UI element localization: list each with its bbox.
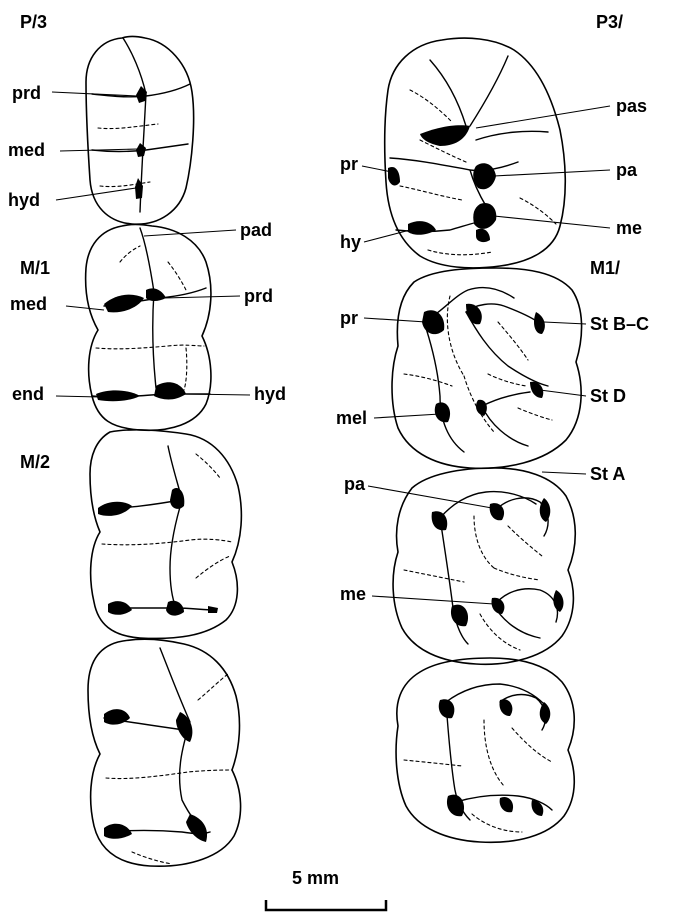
- lower-m1-title: M/1: [20, 258, 50, 278]
- leader-upper-m1-pr: [364, 318, 426, 322]
- label-lower-m1-prd: prd: [244, 286, 273, 306]
- label-upper-m1-pr: pr: [340, 308, 358, 328]
- leader-upper-p3-pa: [494, 170, 610, 176]
- label-upper-m1-me: me: [340, 584, 366, 604]
- upper-m3-tooth: [396, 658, 574, 842]
- leader-upper-p3-hy: [364, 230, 410, 242]
- label-upper-m1-st-d: St D: [590, 386, 626, 406]
- upper-m2-tooth: [393, 468, 575, 664]
- label-upper-p3-pr: pr: [340, 154, 358, 174]
- upper-p3-title: P3/: [596, 12, 623, 32]
- lower-tooth-row: P/3 M/1 M/2 prd med hyd pad med prd end …: [8, 12, 286, 866]
- scale-bar-label: 5 mm: [292, 868, 339, 888]
- lower-m2-tooth: [90, 430, 241, 639]
- label-lower-p3-med: med: [8, 140, 45, 160]
- label-upper-m1-st-a: St A: [590, 464, 625, 484]
- label-upper-m1-pa: pa: [344, 474, 366, 494]
- lower-p3-tooth: [86, 37, 194, 225]
- leader-lower-p3-prd: [52, 92, 138, 96]
- upper-m1-tooth: [392, 268, 582, 468]
- lower-p3-title: P/3: [20, 12, 47, 32]
- leader-lower-m1-pad: [144, 230, 236, 236]
- label-upper-m1-st-bc: St B–C: [590, 314, 649, 334]
- label-upper-p3-pa: pa: [616, 160, 638, 180]
- leader-lower-m1-med: [66, 306, 104, 310]
- upper-m1-title: M1/: [590, 258, 620, 278]
- label-upper-p3-me: me: [616, 218, 642, 238]
- label-lower-m1-end: end: [12, 384, 44, 404]
- leader-lower-p3-hyd: [56, 188, 136, 200]
- label-lower-p3-prd: prd: [12, 83, 41, 103]
- leader-upper-m1-mel: [374, 414, 440, 418]
- leader-upper-p3-pr: [362, 166, 392, 172]
- scale-bar: 5 mm: [266, 868, 386, 910]
- leader-upper-m1-st-bc: [544, 322, 586, 324]
- label-upper-m1-mel: mel: [336, 408, 367, 428]
- lower-m1-tooth: [86, 225, 211, 431]
- scale-bar-line: [266, 900, 386, 910]
- label-upper-p3-hy: hy: [340, 232, 361, 252]
- lower-m2-title: M/2: [20, 452, 50, 472]
- label-lower-p3-hyd: hyd: [8, 190, 40, 210]
- upper-tooth-row: P3/ M1/ pas pr pa hy me pr St B–C St D m…: [336, 12, 649, 842]
- leader-upper-m1-me: [372, 596, 494, 604]
- label-lower-m1-pad: pad: [240, 220, 272, 240]
- leader-upper-p3-me: [494, 216, 610, 228]
- upper-p3-tooth: [385, 38, 566, 268]
- label-upper-p3-pas: pas: [616, 96, 647, 116]
- leader-lower-m1-hyd: [186, 394, 250, 395]
- label-lower-m1-hyd: hyd: [254, 384, 286, 404]
- leader-upper-p3-pas: [476, 106, 610, 128]
- label-lower-m1-med: med: [10, 294, 47, 314]
- lower-m3-tooth: [88, 639, 241, 866]
- leader-upper-m1-pa: [368, 486, 492, 508]
- leader-upper-m1-st-a: [542, 472, 586, 474]
- leader-upper-m1-st-d: [540, 390, 586, 396]
